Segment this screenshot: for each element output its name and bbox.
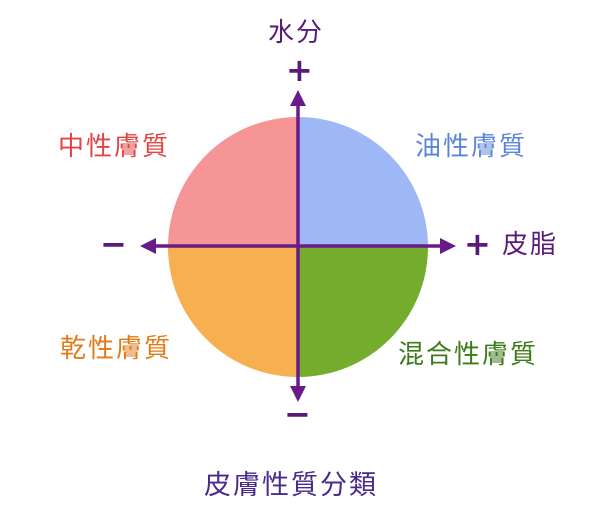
oily-skin-label: 油性膚質 [415, 132, 528, 162]
moisture-axis-up-arrow [290, 90, 306, 106]
quadrant-dry-neutral [168, 117, 298, 247]
sebum-axis-right-arrow [440, 238, 456, 254]
sebum-axis-left-arrow [140, 238, 156, 254]
moisture-plus-sign: + [286, 51, 313, 89]
moisture-axis-down-arrow [290, 386, 306, 402]
sebum-axis-label: 皮脂 [502, 230, 559, 260]
quadrant-oily [298, 117, 428, 247]
diagram-title: 皮膚性質分類 [204, 470, 378, 501]
moisture-axis-label: 水分 [268, 18, 325, 48]
dry-skin-label: 乾性膚質 [60, 334, 173, 364]
sebum-plus-sign: + [464, 225, 491, 263]
moisture-minus-sign: − [284, 395, 311, 433]
quadrant-dry [168, 247, 298, 377]
combination-skin-label: 混合性膚質 [398, 340, 539, 370]
neutral-skin-label: 中性膚質 [58, 132, 171, 162]
sebum-minus-sign: − [100, 225, 127, 263]
quadrant-combination [298, 247, 428, 377]
